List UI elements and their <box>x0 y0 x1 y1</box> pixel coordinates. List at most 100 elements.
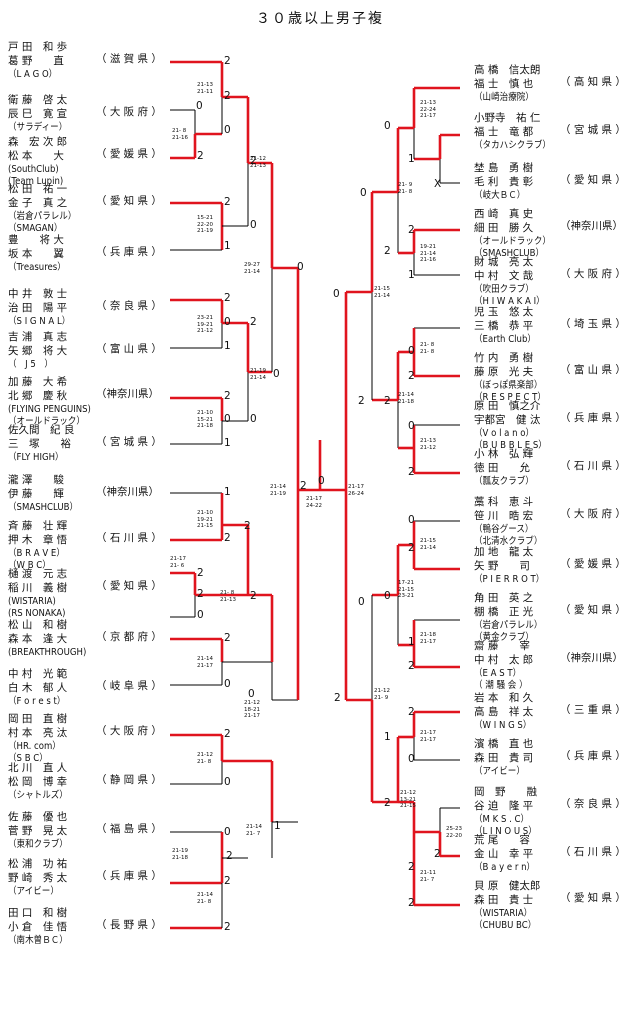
player-name: 吉 浦 真 志 <box>8 331 68 343</box>
player-name: 伊 藤 輝 <box>8 488 64 500</box>
player-name: 白 木 郁 人 <box>8 682 68 694</box>
game-count: 0 <box>224 413 231 425</box>
club-name: （タカハシクラブ） <box>474 140 551 151</box>
prefecture: （ 三 重 県 ） <box>560 704 626 716</box>
prefecture: （神奈川県） <box>560 220 623 232</box>
club-name: （南木曽ＢＣ） <box>8 935 68 946</box>
player-name: 児 玉 悠 太 <box>474 306 534 318</box>
score: 15-21 22-20 21-19 <box>197 215 213 234</box>
game-count: 2 <box>224 875 231 887</box>
game-count: 1 <box>408 269 415 281</box>
score: 21- 8 21-16 <box>172 128 188 141</box>
prefecture: （神奈川県） <box>560 652 623 664</box>
club-name: （岩倉パラレル） <box>474 620 543 631</box>
score: 25-23 22-20 <box>446 826 462 839</box>
score: 21-12 18-21 21-17 <box>244 700 260 719</box>
club-name: （吹田クラブ） <box>474 284 534 295</box>
player-name: 齋 藤 宰 <box>474 640 530 652</box>
club-name: （鴨谷グース） <box>474 524 534 535</box>
prefecture: （ 高 知 県 ） <box>560 76 626 88</box>
game-count: 2 <box>408 861 415 873</box>
prefecture: （ 大 阪 府 ） <box>96 725 162 737</box>
player-name: 金 子 真 之 <box>8 197 68 209</box>
club-name: （瓢友クラブ） <box>474 476 534 487</box>
prefecture: （ 愛 知 県 ） <box>560 174 626 186</box>
game-count: 2 <box>408 660 415 672</box>
score: 17-21 21-15 23-21 <box>398 580 414 599</box>
club-name: （R E S P E C T） <box>474 392 546 403</box>
prefecture: （ 宮 城 県 ） <box>96 436 162 448</box>
prefecture: （ 大 阪 府 ） <box>560 508 626 520</box>
game-count: 1 <box>224 437 231 449</box>
score: 21-12 13-21 21-15 <box>400 790 416 809</box>
prefecture: （神奈川県） <box>96 388 159 400</box>
score: 21-13 22-24 21-17 <box>420 100 436 119</box>
club-name: （アイビー） <box>474 766 525 777</box>
game-count: 2 <box>224 390 231 402</box>
game-count: 1 <box>408 153 415 165</box>
score: 21-15 21-14 <box>374 286 390 299</box>
player-name: 戸 田 和 歩 <box>8 41 68 53</box>
prefecture: （ 兵 庫 県 ） <box>560 750 626 762</box>
player-name: 森 本 逢 大 <box>8 633 68 645</box>
player-name: 村 本 亮 汰 <box>8 727 68 739</box>
player-name: 藤 原 光 夫 <box>474 366 534 378</box>
game-count: 2 <box>434 848 441 860</box>
prefecture: （ 石 川 県 ） <box>560 846 626 858</box>
player-name: 松 本 大 <box>8 150 64 162</box>
game-count: 0 <box>224 124 231 136</box>
score: 21-13 21-11 <box>197 82 213 95</box>
player-name: 森 宏 次 郎 <box>8 136 68 148</box>
player-name: 瀧 澤 駿 <box>8 474 64 486</box>
club-name: (FLYING PENGUINS) <box>8 404 91 415</box>
score: 21-11 21- 7 <box>420 870 436 883</box>
game-count: 2 <box>408 542 415 554</box>
club-name: （L I N O U S） <box>474 826 537 837</box>
player-name: 治 田 陽 平 <box>8 302 68 314</box>
player-name: 小 倉 佳 悟 <box>8 921 68 933</box>
prefecture: （ 静 岡 県 ） <box>96 774 162 786</box>
game-count: 0 <box>408 420 415 432</box>
prefecture: （神奈川県） <box>96 486 159 498</box>
game-count: 0 <box>273 368 280 380</box>
player-name: 佐 藤 優 也 <box>8 811 68 823</box>
player-name: 財 城 亮 太 <box>474 256 534 268</box>
player-name: 埜 島 勇 樹 <box>474 162 534 174</box>
player-name: 岡 野 融 <box>474 786 537 798</box>
club-name: （B U B B L E S） <box>474 440 547 451</box>
player-name: 金 山 幸 平 <box>474 848 534 860</box>
club-name: （F o r e s t） <box>8 696 66 707</box>
player-name: 小野寺 祐 仁 <box>474 112 541 124</box>
player-name: 菅 野 晃 太 <box>8 825 68 837</box>
player-name: 北 川 直 人 <box>8 762 68 774</box>
game-count: X <box>434 178 442 190</box>
club-name: （山崎治療院） <box>474 92 534 103</box>
score: 21-12 21- 8 <box>197 752 213 765</box>
club-name: （サラディー） <box>8 122 68 133</box>
game-count: 2 <box>224 921 231 933</box>
club-name: （SMAGAN） <box>8 223 63 234</box>
player-name: 中 村 太 郎 <box>474 654 534 666</box>
score: 21-10 15-21 21-18 <box>197 410 213 429</box>
game-count: 0 <box>224 776 231 788</box>
club-name: （L A G O） <box>8 69 58 80</box>
prefecture: （ 石 川 県 ） <box>560 460 626 472</box>
player-name: 中 井 敦 士 <box>8 288 68 300</box>
player-name: 岩 本 和 久 <box>474 692 534 704</box>
game-count: 0 <box>196 100 203 112</box>
game-count: 2 <box>408 897 415 909</box>
game-count: 2 <box>244 520 251 532</box>
player-name: 竹 内 勇 樹 <box>474 352 534 364</box>
page-title: ３０歳以上男子複 <box>256 11 384 27</box>
player-name: 松 浦 功 祐 <box>8 858 68 870</box>
game-count: 0 <box>408 345 415 357</box>
player-name: 小 林 弘 輝 <box>474 448 534 460</box>
prefecture: （ 大 阪 府 ） <box>560 268 626 280</box>
player-name: 押 木 章 悟 <box>8 534 68 546</box>
score: 21-12 21-13 <box>250 156 266 169</box>
prefecture: （ 愛 知 県 ） <box>560 604 626 616</box>
club-name: (Team Lupin) <box>8 176 64 187</box>
club-name: （オールドラック） <box>8 416 85 427</box>
